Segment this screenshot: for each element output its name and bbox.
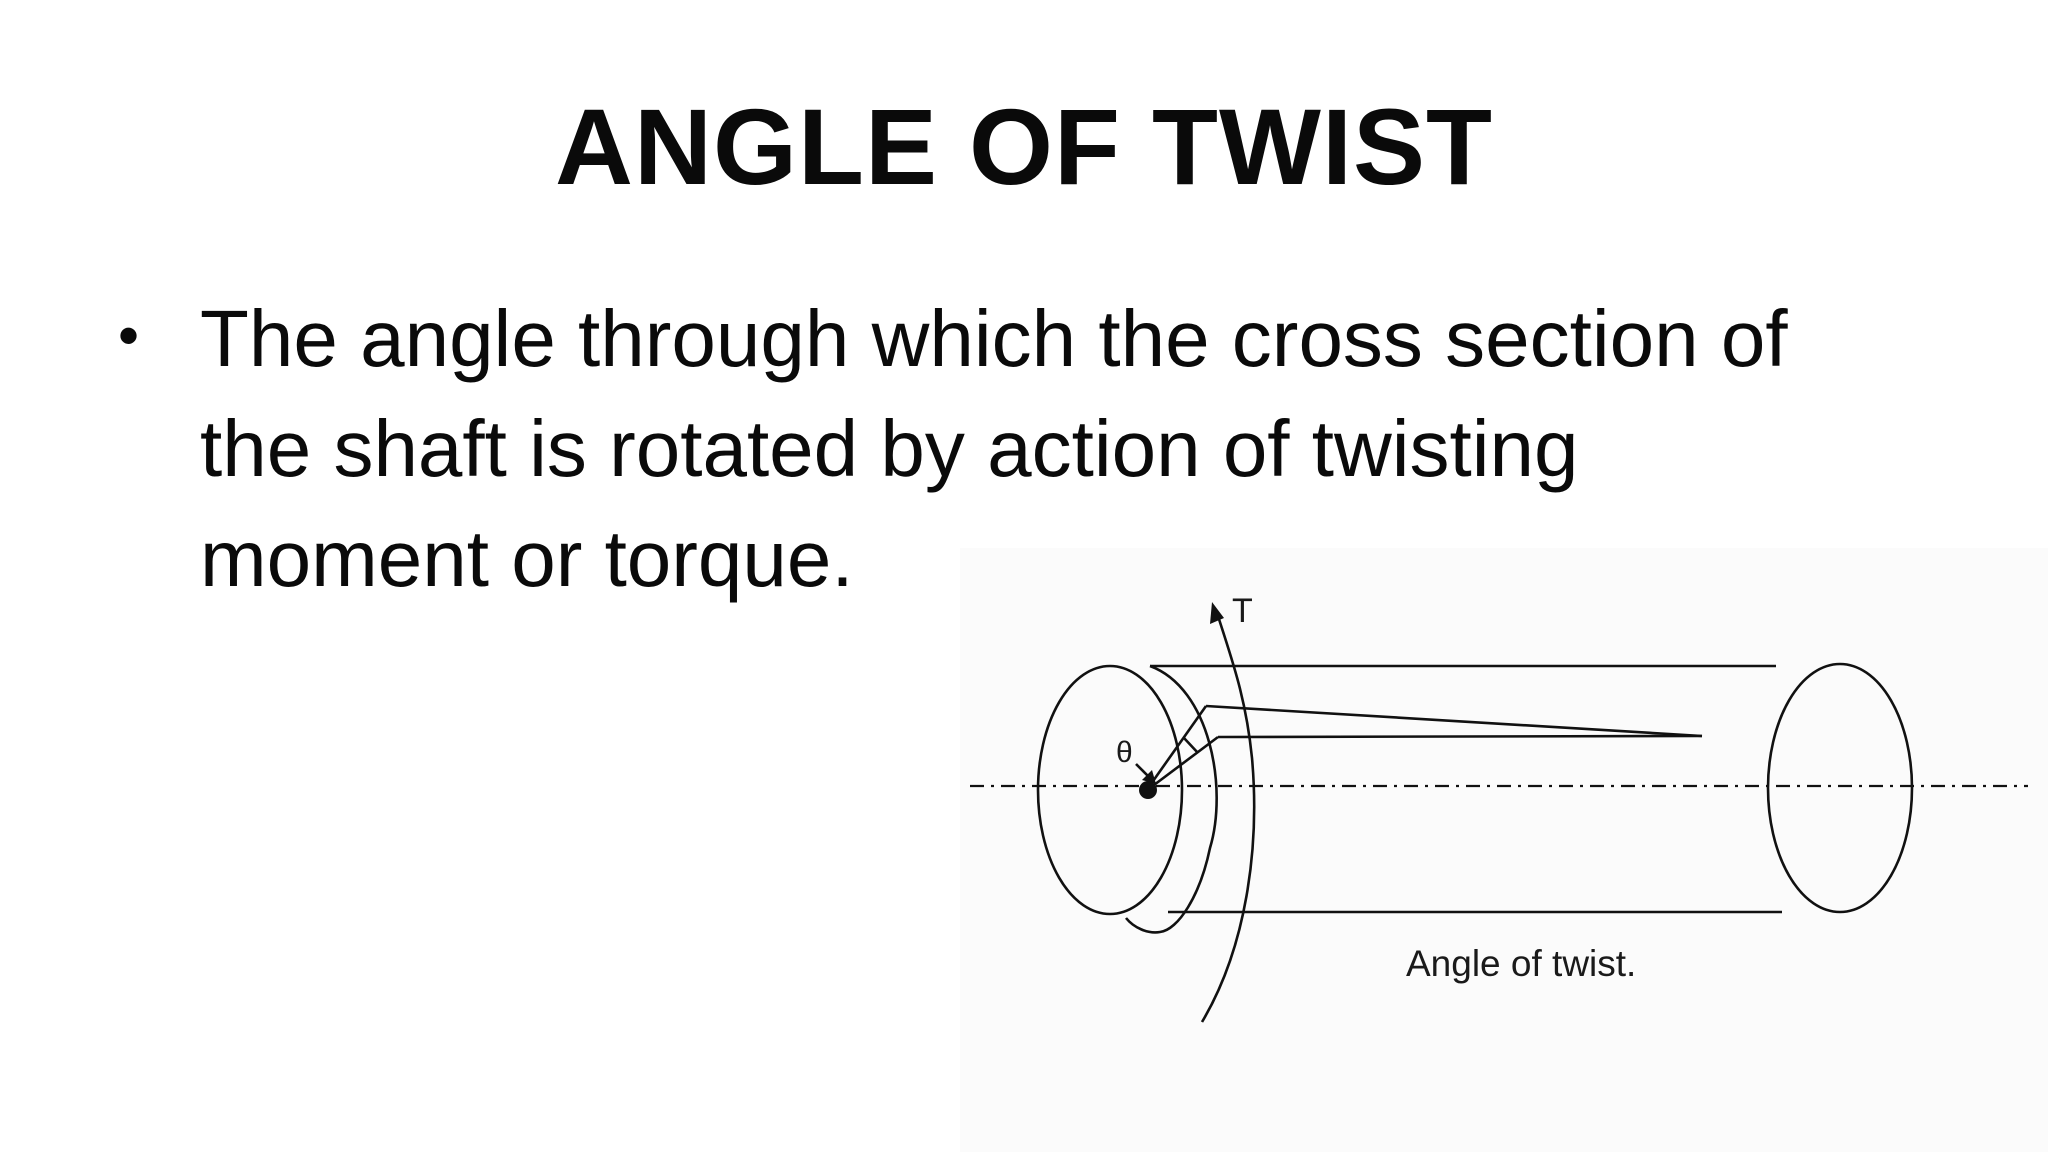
theta-arrow-head — [1142, 770, 1156, 784]
torque-arrow-head — [1210, 602, 1224, 624]
shaft-left-end-face — [1036, 664, 1184, 916]
radius-line-original — [1145, 735, 1219, 793]
torque-arc — [1200, 615, 1256, 1023]
angle-of-twist-diagram: T θ Angle of twist. — [970, 592, 2028, 1023]
surface-line-original — [1217, 734, 1703, 739]
twist-angle-arc — [1183, 737, 1199, 754]
figure-caption: Angle of twist. — [1406, 943, 1636, 984]
bullet-text-line: moment or torque. — [200, 514, 854, 603]
shaft-right-end-face — [1766, 662, 1914, 914]
figure-background — [960, 548, 2048, 1152]
radius-line-twisted — [1144, 705, 1208, 792]
bullet-text: The angle through which the cross sectio… — [200, 284, 2000, 614]
slide-title: ANGLE OF TWIST — [555, 86, 1493, 207]
torque-label: T — [1232, 592, 1253, 630]
bullet-text-line: the shaft is rotated by action of twisti… — [200, 404, 1579, 493]
bullet-marker: • — [118, 302, 140, 369]
theta-label: θ — [1116, 736, 1133, 769]
bullet-text-line: The angle through which the cross sectio… — [200, 294, 1788, 383]
surface-line-twisted — [1205, 704, 1703, 738]
shaft-rotated-face-outline — [1124, 664, 1218, 934]
shaft-centre-point — [1139, 781, 1157, 799]
